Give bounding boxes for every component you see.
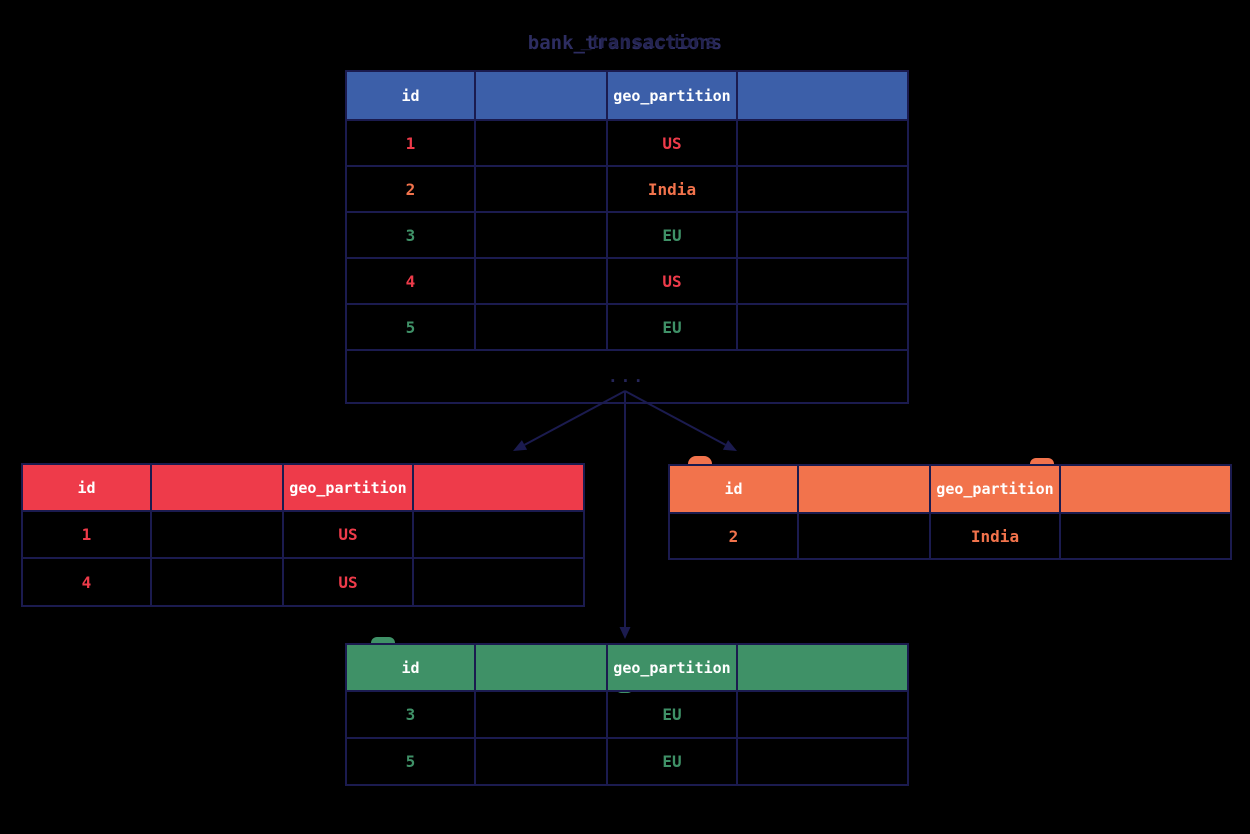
cell-id: 1 xyxy=(347,121,476,165)
column-header-blank xyxy=(799,466,931,512)
cell-blank xyxy=(799,514,931,558)
cell-geo-partition: EU xyxy=(608,739,738,784)
cell-id: 3 xyxy=(347,213,476,257)
cell-geo-partition: EU xyxy=(608,305,738,349)
column-header-blank xyxy=(414,465,583,510)
orange-peek-circle-icon xyxy=(688,456,712,464)
cell-blank xyxy=(738,121,907,165)
cell-id: 4 xyxy=(23,559,152,605)
column-header-geo-partition: geo_partition xyxy=(608,645,738,690)
page-title-text: bank_transactions xyxy=(527,32,723,54)
column-header-blank xyxy=(476,645,608,690)
column-header-blank xyxy=(738,72,907,119)
column-header-geo-partition: geo_partition xyxy=(931,466,1061,512)
cell-id: 2 xyxy=(347,167,476,211)
india-partition-table: id geo_partition 2 India xyxy=(668,464,1232,560)
table-row: 1 US xyxy=(347,121,907,167)
cell-blank xyxy=(738,259,907,303)
us-partition-table: id geo_partition 1 US 4 US xyxy=(21,463,585,607)
table-row: 3 EU xyxy=(347,213,907,259)
cell-id: 5 xyxy=(347,739,476,784)
cell-geo-partition: US xyxy=(608,121,738,165)
cell-blank xyxy=(476,213,608,257)
table-row: 5 EU xyxy=(347,739,907,784)
table-row: 2 India xyxy=(670,514,1230,558)
column-header-id: id xyxy=(347,645,476,690)
cell-geo-partition: EU xyxy=(608,213,738,257)
page-title-echo-text: _transactions xyxy=(580,32,718,53)
cell-geo-partition: US xyxy=(608,259,738,303)
column-header-geo-partition: geo_partition xyxy=(608,72,738,119)
cell-id: 4 xyxy=(347,259,476,303)
eu-partition-table: id geo_partition 3 EU 5 EU xyxy=(345,643,909,786)
cell-blank xyxy=(476,259,608,303)
cell-blank xyxy=(152,559,284,605)
cell-blank xyxy=(738,692,907,737)
cell-geo-partition: India xyxy=(608,167,738,211)
ellipsis-row: ... xyxy=(347,351,907,402)
arrow-to-eu-head-icon xyxy=(619,627,631,639)
table-row: 2 India xyxy=(347,167,907,213)
cell-blank xyxy=(738,213,907,257)
cell-blank xyxy=(1061,514,1230,558)
page-title: bank_transactions _transactions xyxy=(345,32,905,58)
ellipsis-label: ... xyxy=(608,367,646,386)
cell-id: 2 xyxy=(670,514,799,558)
table-row: 3 EU xyxy=(347,692,907,739)
cell-blank xyxy=(738,167,907,211)
us-table-header-row: id geo_partition xyxy=(23,465,583,512)
cell-blank xyxy=(738,305,907,349)
column-header-blank xyxy=(1061,466,1230,512)
column-header-blank xyxy=(152,465,284,510)
arrow-to-india-head-icon xyxy=(722,440,737,451)
cell-blank xyxy=(476,167,608,211)
cell-geo-partition: US xyxy=(284,512,414,557)
table-row: 1 US xyxy=(23,512,583,559)
table-row: 4 US xyxy=(23,559,583,605)
orange-peek-circle-icon xyxy=(1030,458,1054,464)
india-table-header-row: id geo_partition xyxy=(670,466,1230,514)
cell-blank xyxy=(152,512,284,557)
cell-blank xyxy=(476,692,608,737)
table-row: 4 US xyxy=(347,259,907,305)
column-header-id: id xyxy=(23,465,152,510)
cell-blank xyxy=(476,739,608,784)
main-table: id geo_partition 1 US 2 India 3 EU 4 US xyxy=(345,70,909,404)
table-row: 5 EU xyxy=(347,305,907,351)
eu-table-header-row: id geo_partition xyxy=(347,645,907,692)
cell-blank xyxy=(414,559,583,605)
cell-blank xyxy=(738,739,907,784)
cell-geo-partition: India xyxy=(931,514,1061,558)
cell-blank xyxy=(414,512,583,557)
column-header-id: id xyxy=(670,466,799,512)
cell-id: 1 xyxy=(23,512,152,557)
column-header-geo-partition: geo_partition xyxy=(284,465,414,510)
cell-blank xyxy=(476,305,608,349)
cell-id: 5 xyxy=(347,305,476,349)
column-header-blank xyxy=(738,645,907,690)
cell-geo-partition: EU xyxy=(608,692,738,737)
green-peek-circle-icon xyxy=(371,637,395,643)
cell-id: 3 xyxy=(347,692,476,737)
arrow-to-us-head-icon xyxy=(513,440,528,451)
cell-blank xyxy=(476,121,608,165)
column-header-blank xyxy=(476,72,608,119)
main-table-header-row: id geo_partition xyxy=(347,72,907,121)
cell-geo-partition: US xyxy=(284,559,414,605)
column-header-id: id xyxy=(347,72,476,119)
